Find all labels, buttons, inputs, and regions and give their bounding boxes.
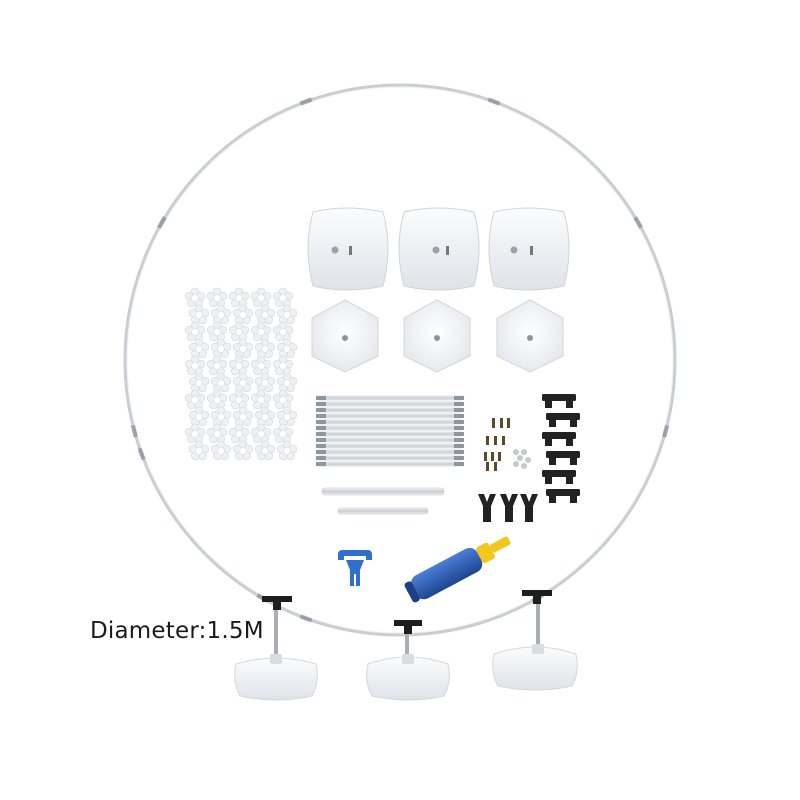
- water-base-bags-top: [307, 207, 570, 291]
- black-connector: [542, 432, 576, 446]
- water-base-bag: [398, 207, 480, 291]
- flower-clip: [232, 372, 254, 393]
- water-base-bag: [307, 207, 389, 291]
- flower-clip: [210, 406, 232, 427]
- flower-clip: [210, 338, 232, 359]
- stand-right: [492, 590, 578, 691]
- flower-clip: [272, 423, 294, 444]
- flower-clip: [272, 355, 294, 376]
- flower-clip: [272, 321, 294, 342]
- flower-clip: [276, 304, 298, 325]
- flower-clip: [276, 406, 298, 427]
- flower-clip: [210, 372, 232, 393]
- flower-clip: [232, 304, 254, 325]
- black-connector: [542, 394, 576, 408]
- flower-clip: [272, 389, 294, 410]
- flower-clip: [276, 372, 298, 393]
- flower-clip: [210, 304, 232, 325]
- flower-clip: [188, 338, 210, 359]
- long-pole: [315, 449, 465, 455]
- flower-clip: [188, 304, 210, 325]
- flower-clip: [188, 406, 210, 427]
- flower-clip: [228, 287, 250, 308]
- flower-clip: [184, 389, 206, 410]
- flower-clip: [228, 423, 250, 444]
- flower-clip: [232, 440, 254, 461]
- flower-clip: [272, 287, 294, 308]
- arch-stands: [234, 590, 578, 701]
- black-connector: [546, 489, 580, 503]
- long-pole: [315, 425, 465, 431]
- black-connector: [546, 451, 580, 465]
- short-poles: [321, 487, 445, 515]
- y-connectors: [478, 494, 538, 522]
- flower-clip: [276, 440, 298, 461]
- flower-clip: [232, 406, 254, 427]
- long-pole: [315, 437, 465, 443]
- flower-clip: [210, 440, 232, 461]
- flower-clip: [232, 338, 254, 359]
- flower-clip: [276, 338, 298, 359]
- flower-clip: [184, 423, 206, 444]
- flower-clip: [254, 372, 276, 393]
- long-pole: [315, 431, 465, 437]
- flower-clip: [188, 440, 210, 461]
- long-pole: [315, 395, 465, 401]
- flower-clip: [254, 440, 276, 461]
- long-pole: [315, 443, 465, 449]
- long-pole: [315, 419, 465, 425]
- flower-clip: [254, 304, 276, 325]
- flower-clip: [250, 389, 272, 410]
- flower-clip: [250, 321, 272, 342]
- stand-middle: [366, 620, 450, 701]
- black-connector: [542, 470, 576, 484]
- long-pole: [315, 413, 465, 419]
- long-pole: [315, 407, 465, 413]
- flower-clip: [228, 321, 250, 342]
- hexagon-base-plates: [311, 299, 564, 373]
- flower-clip: [184, 355, 206, 376]
- flower-clip: [254, 406, 276, 427]
- flower-clip: [206, 389, 228, 410]
- flower-clips-grid: [184, 287, 298, 461]
- black-connector: [546, 413, 580, 427]
- water-base-bag: [488, 207, 570, 291]
- flower-clip: [184, 287, 206, 308]
- hand-pump-icon: [404, 536, 511, 603]
- balloon-tie-tool-icon: [338, 550, 372, 586]
- long-poles: [315, 395, 465, 467]
- screws: [484, 418, 510, 471]
- long-pole: [315, 401, 465, 407]
- flower-clip: [206, 287, 228, 308]
- diameter-caption: Diameter:1.5M: [90, 618, 264, 644]
- stand-left: [234, 596, 318, 701]
- flower-clip: [206, 423, 228, 444]
- flower-clip: [188, 372, 210, 393]
- flower-clip: [228, 355, 250, 376]
- black-connectors: [542, 394, 580, 503]
- flower-clip: [254, 338, 276, 359]
- long-pole: [315, 455, 465, 461]
- flower-clip: [250, 355, 272, 376]
- flower-clip: [228, 389, 250, 410]
- flower-clip: [206, 321, 228, 342]
- long-pole: [315, 461, 465, 467]
- flower-clip: [250, 287, 272, 308]
- flower-clip: [206, 355, 228, 376]
- small-fittings: [513, 449, 531, 469]
- circle-arch-frame: [123, 83, 677, 637]
- flower-clip: [250, 423, 272, 444]
- flower-clip: [184, 321, 206, 342]
